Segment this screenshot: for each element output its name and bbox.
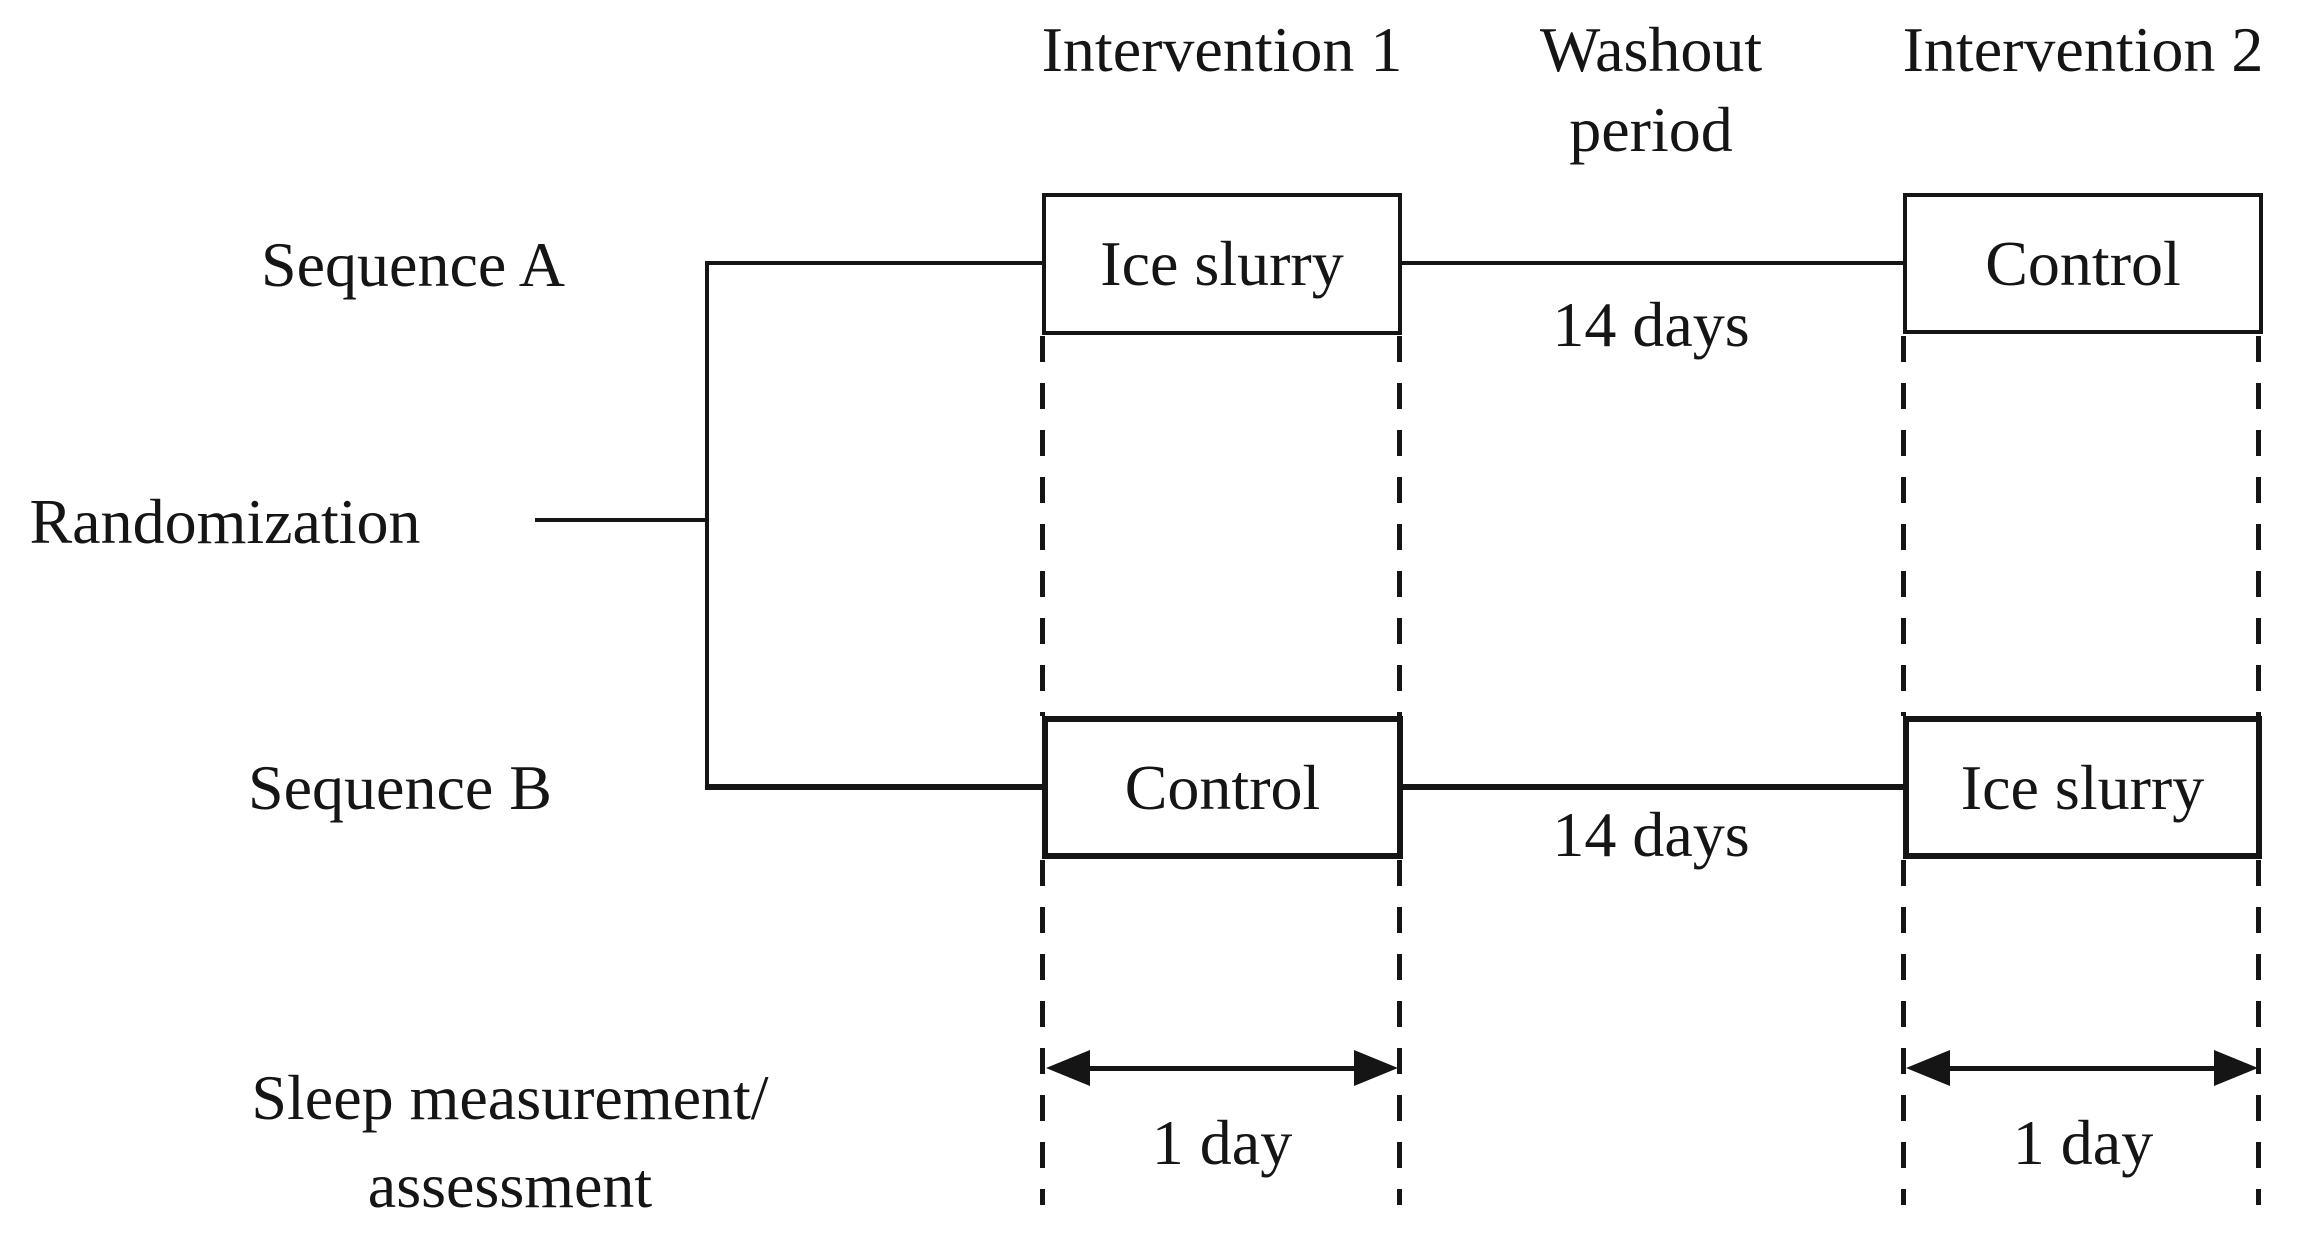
label-randomization: Randomization xyxy=(29,486,421,557)
measurement-duration-intervention-1: 1 day xyxy=(1151,1107,1293,1178)
label-sequence-b: Sequence B xyxy=(248,752,552,823)
dashed-boundary-int2-right-upper xyxy=(2256,336,2261,716)
box-seq-b-intervention-1-label: Control xyxy=(1124,751,1321,823)
measurement-duration-intervention-2: 1 day xyxy=(2012,1107,2154,1178)
connector-seq-b-to-box1 xyxy=(708,784,1042,790)
header-washout-line1: Washout xyxy=(1539,14,1763,85)
connector-seq-a-to-box1 xyxy=(708,261,1042,265)
dashed-boundary-int1-right-upper xyxy=(1397,336,1402,716)
connector-seq-a-washout xyxy=(1402,261,1903,265)
arrow-shaft xyxy=(1918,1066,2246,1071)
connector-branch-vertical xyxy=(705,261,709,790)
box-seq-a-intervention-1: Ice slurry xyxy=(1042,193,1402,335)
dashed-boundary-int2-left-lower xyxy=(1901,860,1906,1205)
dashed-boundary-int1-left-lower xyxy=(1040,860,1045,1205)
header-intervention-1: Intervention 1 xyxy=(1041,14,1403,85)
dashed-boundary-int2-left-upper xyxy=(1901,336,1906,716)
dashed-boundary-int1-left-upper xyxy=(1040,336,1045,716)
connector-seq-b-washout xyxy=(1403,784,1903,790)
arrowhead-right-icon xyxy=(2214,1050,2258,1086)
box-seq-b-intervention-2: Ice slurry xyxy=(1903,716,2262,859)
arrowhead-right-icon xyxy=(1354,1050,1398,1086)
box-seq-b-intervention-1: Control xyxy=(1042,716,1403,859)
duration-arrow-intervention-2 xyxy=(1906,1050,2258,1086)
box-seq-b-intervention-2-label: Ice slurry xyxy=(1960,751,2205,823)
header-intervention-2: Intervention 2 xyxy=(1902,14,2264,85)
connector-randomization-stub xyxy=(535,518,708,522)
duration-arrow-intervention-1 xyxy=(1046,1050,1398,1086)
washout-duration-seq-b: 14 days xyxy=(1552,799,1750,870)
box-seq-a-intervention-2-label: Control xyxy=(1985,227,2181,299)
label-sequence-a: Sequence A xyxy=(261,229,565,300)
dashed-boundary-int2-right-lower xyxy=(2256,860,2261,1205)
box-seq-a-intervention-2: Control xyxy=(1903,193,2263,334)
label-sleep-line1: Sleep measurement/ xyxy=(251,1062,769,1133)
dashed-boundary-int1-right-lower xyxy=(1397,860,1402,1205)
washout-duration-seq-a: 14 days xyxy=(1552,289,1750,360)
arrow-shaft xyxy=(1058,1066,1386,1071)
header-washout-line2: period xyxy=(1569,94,1733,165)
label-sleep-line2: assessment xyxy=(367,1150,653,1221)
box-seq-a-intervention-1-label: Ice slurry xyxy=(1100,228,1344,299)
